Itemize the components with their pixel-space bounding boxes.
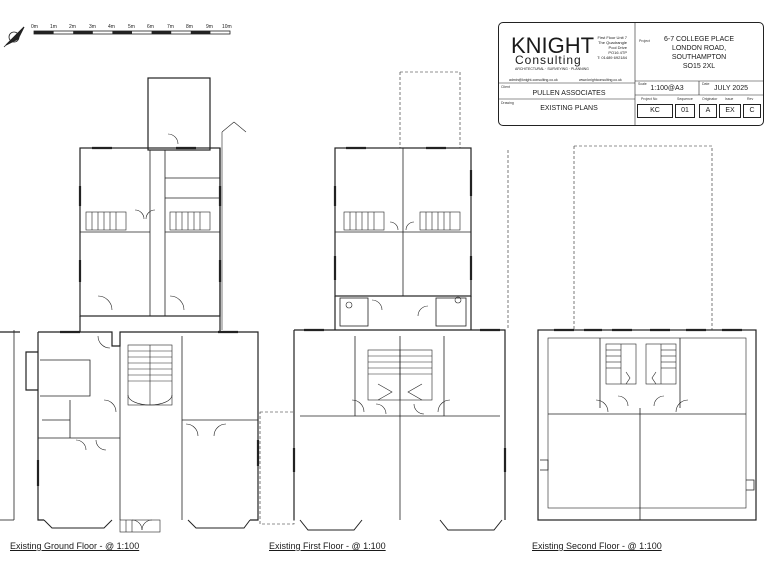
- title-block: KNIGHT Consulting ARCHITECTURAL · SURVEY…: [498, 22, 764, 126]
- scale-label: 4m: [108, 24, 115, 30]
- scale-label: 8m: [186, 24, 193, 30]
- first-floor-caption: Existing First Floor - @ 1:100: [269, 541, 386, 551]
- company-logo: KNIGHT: [511, 33, 595, 58]
- scale-bar: [33, 30, 231, 35]
- address-line: The Quadrangle: [598, 40, 627, 45]
- project-address: 6-7 COLLEGE PLACE LONDON ROAD, SOUTHAMPT…: [639, 35, 759, 71]
- scale-label: 3m: [89, 24, 96, 30]
- sequence-code: 01: [675, 104, 695, 118]
- company-address: First Floor Unit 7 The Quadrangle Pool D…: [585, 35, 627, 60]
- project-line: 6-7 COLLEGE PLACE: [663, 36, 735, 43]
- ground-floor-plan: [0, 77, 260, 533]
- address-line: First Floor Unit 7: [597, 35, 627, 40]
- client-label: Client: [501, 85, 510, 89]
- address-line: T: 01489 692184: [597, 55, 627, 60]
- project-line: LONDON ROAD,: [671, 45, 727, 52]
- company-website: www.knightconsulting.co.uk: [579, 78, 622, 82]
- drawing-title: EXISTING PLANS: [540, 105, 598, 112]
- scale-label: 9m: [206, 24, 213, 30]
- project-line: SO15 2XL: [682, 63, 716, 70]
- scale-label: Scale: [638, 82, 647, 86]
- north-arrow-icon: [3, 26, 25, 48]
- second-floor-caption: Existing Second Floor - @ 1:100: [532, 541, 662, 551]
- issue-code: EX: [719, 104, 741, 118]
- scale-label: 6m: [147, 24, 154, 30]
- company-email: admin@knight-consulting.co.uk: [509, 78, 558, 82]
- scale-label: 5m: [128, 24, 135, 30]
- project-label: Project: [639, 39, 650, 43]
- second-floor-plan: [537, 145, 757, 521]
- code-label: Project No: [641, 97, 658, 101]
- project-line: SOUTHAMPTON: [671, 54, 727, 61]
- ground-floor-caption: Existing Ground Floor - @ 1:100: [10, 541, 140, 551]
- scale-value: 1:100@A3: [650, 85, 684, 92]
- scale-label: 1m: [50, 24, 57, 30]
- scale-label: 7m: [167, 24, 174, 30]
- originator-code: A: [699, 104, 717, 118]
- address-line: Pool Drive: [608, 45, 627, 50]
- first-floor-plan: [259, 71, 509, 531]
- title-block-grid: [499, 23, 763, 125]
- project-code: KC: [637, 104, 673, 118]
- company-logo-sub: Consulting: [515, 53, 582, 67]
- scale-label: 10m: [222, 24, 232, 30]
- company-tagline: ARCHITECTURAL · SURVEYING · PLANNING: [515, 67, 589, 71]
- drawing-label: Drawing: [501, 101, 514, 105]
- code-label: Originator: [702, 97, 718, 101]
- date-value: JULY 2025: [714, 85, 748, 92]
- code-label: Sequence: [677, 97, 693, 101]
- address-line: PO16 4TP: [608, 50, 627, 55]
- code-label: Rev: [747, 97, 754, 101]
- scale-label: 2m: [69, 24, 76, 30]
- client-name: PULLEN ASSOCIATES: [532, 90, 606, 97]
- code-label: Issue: [725, 97, 734, 101]
- date-label: Date: [702, 82, 710, 86]
- revision-code: C: [743, 104, 761, 118]
- scale-label: 0m: [31, 24, 38, 30]
